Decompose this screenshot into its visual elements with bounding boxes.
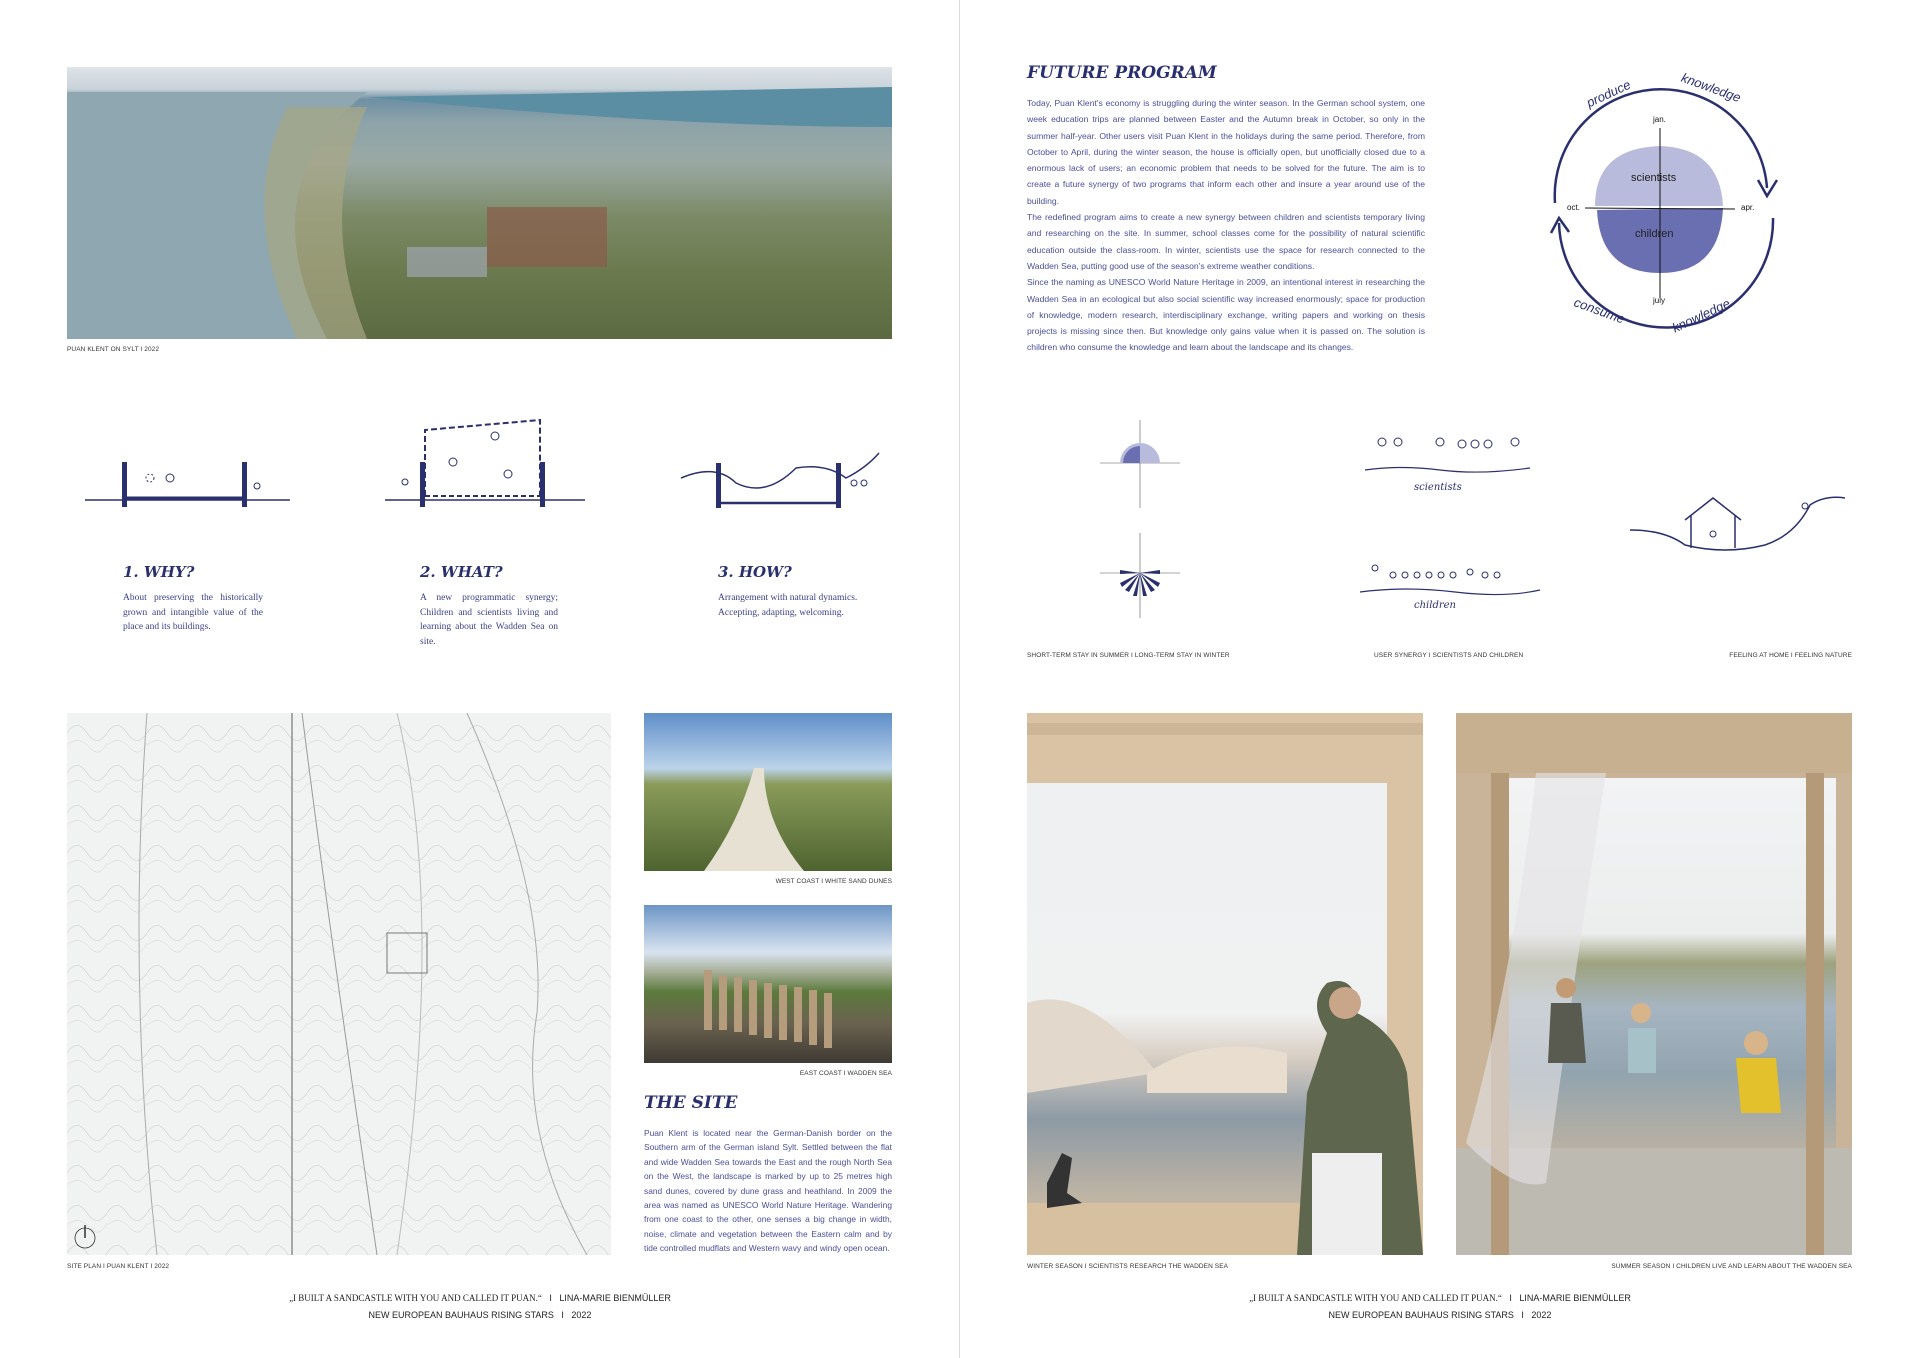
footer-line2: NEW EUROPEAN BAUHAUS RISING STARS I 2022	[1328, 1310, 1552, 1320]
section-why: 1. WHY? About preserving the historicall…	[123, 563, 263, 635]
future-program-title: FUTURE PROGRAM	[1027, 63, 1217, 83]
footer-author: LINA-MARIE BIENMÜLLER	[559, 1293, 671, 1303]
east-coast-photo	[644, 905, 892, 1063]
page-divider	[959, 0, 960, 1358]
right-footer: „I BUILT A SANDCASTLE WITH YOU AND CALLE…	[1140, 1290, 1740, 1324]
aerial-photo	[67, 67, 892, 339]
cycle-children-label: children	[1635, 228, 1674, 240]
cycle-scientists-label: scientists	[1631, 172, 1677, 184]
winter-render	[1027, 713, 1423, 1255]
site-text: Puan Klent is located near the German-Da…	[644, 1128, 892, 1254]
summer-caption: SUMMER SEASON I CHILDREN LIVE AND LEARN …	[1611, 1263, 1852, 1270]
section-text: A new programmatic synergy; Children and…	[420, 593, 558, 647]
feeling-caption: FEELING AT HOME I FEELING NATURE	[1729, 652, 1852, 659]
footer-quote: „I BUILT A SANDCASTLE WITH YOU AND CALLE…	[1249, 1293, 1502, 1303]
synergy-caption: USER SYNERGY I SCIENTISTS AND CHILDREN	[1374, 652, 1524, 659]
summer-render	[1456, 713, 1852, 1255]
site-title: THE SITE	[644, 1093, 738, 1113]
site-plan-map	[67, 713, 611, 1255]
section-title: 2. WHAT?	[420, 563, 503, 581]
site-plan-caption: SITE PLAN I PUAN KLENT I 2022	[67, 1263, 170, 1270]
paragraph: The redefined program aims to create a n…	[1027, 212, 1425, 271]
stay-caption: SHORT-TERM STAY IN SUMMER I LONG-TERM ST…	[1027, 652, 1230, 659]
section-text: Arrangement with natural dynamics. Accep…	[718, 593, 858, 618]
scientists-label: scientists	[1414, 482, 1462, 493]
knowledge-cycle-diagram: produce knowledge consume knowledge jan.…	[1545, 68, 1785, 338]
section-title: 1. WHY?	[123, 563, 195, 581]
month-oct: oct.	[1567, 203, 1580, 212]
how-section-diagram	[680, 452, 880, 508]
month-july: july	[1653, 296, 1666, 305]
left-footer: „I BUILT A SANDCASTLE WITH YOU AND CALLE…	[180, 1290, 780, 1324]
footer-author: LINA-MARIE BIENMÜLLER	[1519, 1293, 1631, 1303]
what-section-diagram	[385, 418, 585, 507]
west-coast-caption: WEST COAST I WHITE SAND DUNES	[775, 878, 892, 885]
west-coast-photo	[644, 713, 892, 871]
future-program-text: Today, Puan Klent's economy is strugglin…	[1027, 95, 1425, 356]
month-apr: apr.	[1741, 203, 1755, 212]
section-how: 3. HOW? Arrangement with natural dynamic…	[718, 563, 858, 620]
month-jan: jan.	[1653, 115, 1666, 124]
footer-line2: NEW EUROPEAN BAUHAUS RISING STARS I 2022	[368, 1310, 592, 1320]
east-coast-caption: EAST COAST I WADDEN SEA	[799, 1070, 892, 1077]
section-what: 2. WHAT? A new programmatic synergy; Chi…	[420, 563, 558, 649]
children-diagram	[1359, 564, 1541, 596]
home-nature-diagram	[1629, 496, 1846, 551]
aerial-caption: PUAN KLENT ON SYLT I 2022	[67, 346, 160, 353]
scientists-diagram	[1364, 437, 1531, 473]
winter-caption: WINTER SEASON I SCIENTISTS RESEARCH THE …	[1027, 1263, 1229, 1270]
footer-quote: „I BUILT A SANDCASTLE WITH YOU AND CALLE…	[289, 1293, 542, 1303]
section-text: About preserving the historically grown …	[123, 593, 263, 632]
why-section-diagram	[85, 462, 290, 507]
children-label: children	[1414, 600, 1456, 611]
section-title: 3. HOW?	[718, 563, 792, 581]
paragraph: Today, Puan Klent's economy is strugglin…	[1027, 98, 1425, 206]
paragraph: Since the naming as UNESCO World Nature …	[1027, 277, 1425, 353]
stay-duration-diagrams	[1100, 420, 1180, 618]
